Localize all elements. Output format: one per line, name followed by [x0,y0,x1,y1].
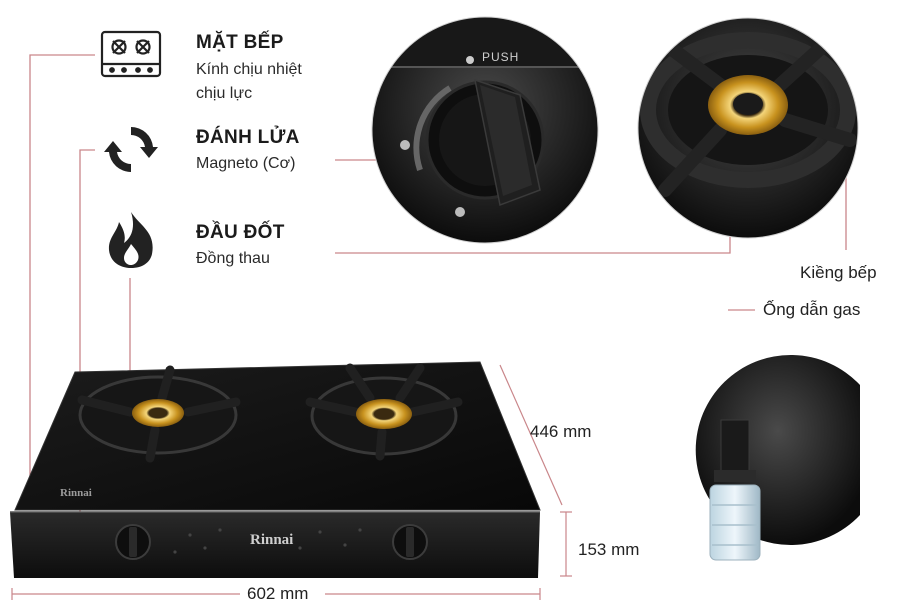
feature-sub-burner: Đồng thau [196,250,270,267]
dimension-width: 602 mm [247,584,309,603]
callout-grate: Kiềng bếp [800,263,877,282]
feature-sub-cooktop-line2: chịu lực [196,85,253,102]
feature-title-cooktop: MẶT BẾP [196,32,284,53]
dimension-depth: 446 mm [530,422,592,441]
panel-brand-logo: Rinnai [250,532,294,548]
glass-brand-logo: Rinnai [60,487,92,499]
knob-closeup [372,17,598,243]
cooktop-icon [100,30,162,78]
feature-title-burner: ĐẦU ĐỐT [196,222,285,243]
feature-title-ignition: ĐÁNH LỬA [196,127,300,148]
callout-gas-pipe: Ống dẫn gas [763,300,861,319]
ignition-cycle-icon [104,126,158,173]
flame-icon [108,212,153,268]
gas-pipe-closeup [695,354,860,561]
feature-sub-ignition: Magneto (Cơ) [196,155,296,172]
dimension-height: 153 mm [578,540,640,559]
burner-closeup [638,18,858,238]
feature-sub-cooktop-line1: Kính chịu nhiệt [196,61,302,78]
cooktop-main [10,361,541,578]
dimension-lines [11,364,572,600]
knob-push-label: PUSH [482,50,520,64]
